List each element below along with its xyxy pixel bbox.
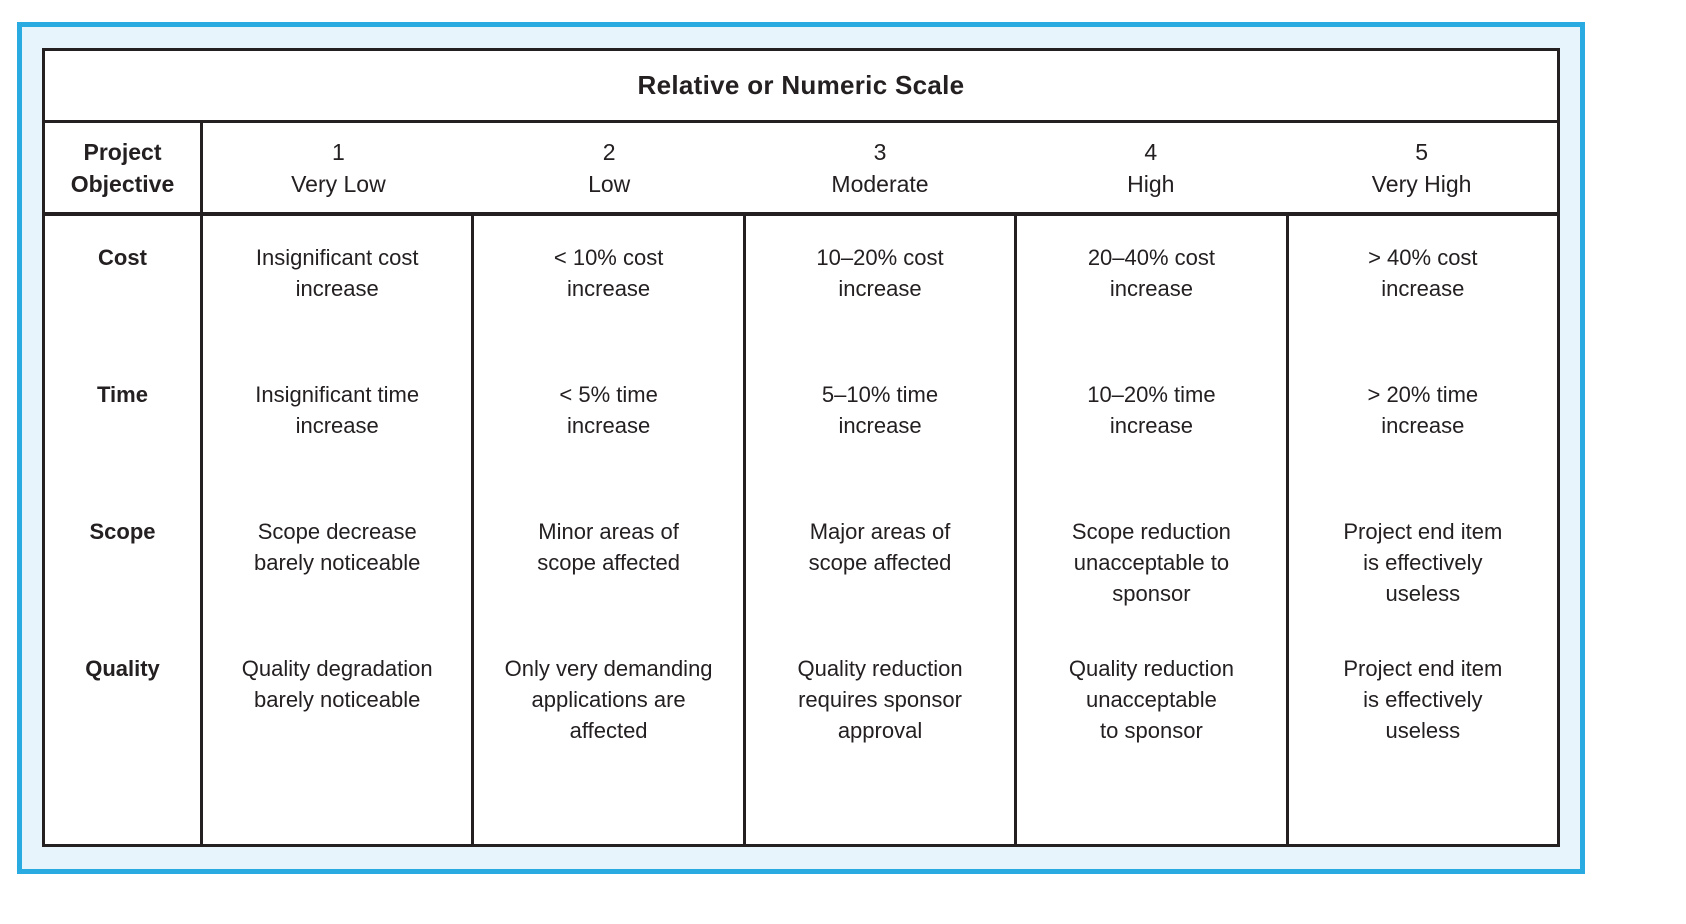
row-label-quality: Quality [85,656,160,681]
table-body: Cost Time Scope Quality Insignificant co… [45,216,1557,844]
cell-text: Insignificant cost increase [255,245,419,301]
cell-quality-very-high: Project end item is effectively useless [1289,653,1557,790]
cell-time-very-low: Insignificant time increase [203,379,471,516]
cell-quality-high: Quality reduction unacceptable to sponso… [1017,653,1285,790]
cell-time-high: 10–20% time increase [1017,379,1285,516]
table-title: Relative or Numeric Scale [637,70,965,100]
scale-label-very-high: Very High [1371,170,1472,197]
corner-header-project-objective: Project Objective [45,123,203,212]
cell-text: 10–20% cost increase [816,245,944,301]
cell-time-moderate: 5–10% time increase [746,379,1014,516]
row-label-cost: Cost [98,245,147,270]
cell-text: > 20% time increase [1367,382,1479,438]
row-label-quality-block: Quality [45,653,200,790]
scale-header-high: 4 High [1015,123,1286,212]
row-label-cost-block: Cost [45,242,200,379]
table-title-row: Relative or Numeric Scale [45,51,1557,123]
row-label-time: Time [97,382,148,407]
column-very-high: > 40% cost increase > 20% time increase … [1289,216,1557,844]
cell-text: < 10% cost increase [553,245,664,301]
cell-text: Insignificant time increase [255,382,420,438]
cell-quality-very-low: Quality degradation barely noticeable [203,653,471,790]
cell-text: Minor areas of scope affected [537,519,680,575]
cell-text: Quality reduction unacceptable to sponso… [1068,656,1234,743]
scale-header-very-low: 1 Very Low [203,123,474,212]
cell-scope-very-low: Scope decrease barely noticeable [203,516,471,653]
cell-text: Only very demanding applications are aff… [504,656,713,743]
scale-label-high: High [1127,170,1175,197]
objective-label-column: Cost Time Scope Quality [45,216,203,844]
cell-quality-low: Only very demanding applications are aff… [474,653,742,790]
cell-text: Quality degradation barely noticeable [241,656,433,712]
cell-text: Project end item is effectively useless [1343,519,1503,606]
cell-text: Project end item is effectively useless [1343,656,1503,743]
cell-scope-very-high: Project end item is effectively useless [1289,516,1557,653]
cell-scope-high: Scope reduction unacceptable to sponsor [1017,516,1285,653]
scale-number-2: 2 [602,138,616,165]
scale-header-very-high: 5 Very High [1286,123,1557,212]
cell-cost-very-high: > 40% cost increase [1289,242,1557,379]
cell-time-very-high: > 20% time increase [1289,379,1557,516]
cell-text: 10–20% time increase [1087,382,1216,438]
cell-text: Scope decrease barely noticeable [254,519,421,575]
table-header-row: Project Objective 1 Very Low 2 Low 3 Mod… [45,123,1557,216]
scale-number-5: 5 [1415,138,1428,165]
cell-text: 20–40% cost increase [1087,245,1216,301]
impact-scale-table: Relative or Numeric Scale Project Object… [42,48,1560,847]
column-low: < 10% cost increase < 5% time increase M… [474,216,746,844]
row-label-scope: Scope [89,519,156,544]
row-label-time-block: Time [45,379,200,516]
cell-time-low: < 5% time increase [474,379,742,516]
scale-header-group: 1 Very Low 2 Low 3 Moderate 4 High 5 V [203,123,1557,212]
cell-text: 5–10% time increase [821,382,939,438]
cell-text: Scope reduction unacceptable to sponsor [1071,519,1231,606]
corner-header-line1: Project [83,138,162,165]
column-very-low: Insignificant cost increase Insignifican… [203,216,475,844]
cell-cost-high: 20–40% cost increase [1017,242,1285,379]
cell-cost-very-low: Insignificant cost increase [203,242,471,379]
cell-text: Quality reduction requires sponsor appro… [797,656,963,743]
scale-label-low: Low [588,170,631,197]
cell-text: Major areas of scope affected [808,519,952,575]
scale-number-1: 1 [332,138,345,165]
row-label-scope-block: Scope [45,516,200,653]
scale-label-very-low: Very Low [291,170,386,197]
cell-scope-moderate: Major areas of scope affected [746,516,1014,653]
cell-cost-low: < 10% cost increase [474,242,742,379]
corner-header-line2: Objective [70,170,175,197]
scale-number-3: 3 [873,138,887,165]
cell-scope-low: Minor areas of scope affected [474,516,742,653]
column-high: 20–40% cost increase 10–20% time increas… [1017,216,1289,844]
scale-label-moderate: Moderate [831,170,929,197]
scale-header-moderate: 3 Moderate [745,123,1016,212]
cell-cost-moderate: 10–20% cost increase [746,242,1014,379]
scale-header-low: 2 Low [474,123,745,212]
column-moderate: 10–20% cost increase 5–10% time increase… [746,216,1018,844]
scale-number-4: 4 [1144,138,1158,165]
cell-text: < 5% time increase [559,382,658,438]
cell-text: > 40% cost increase [1368,245,1478,301]
cell-quality-moderate: Quality reduction requires sponsor appro… [746,653,1014,790]
